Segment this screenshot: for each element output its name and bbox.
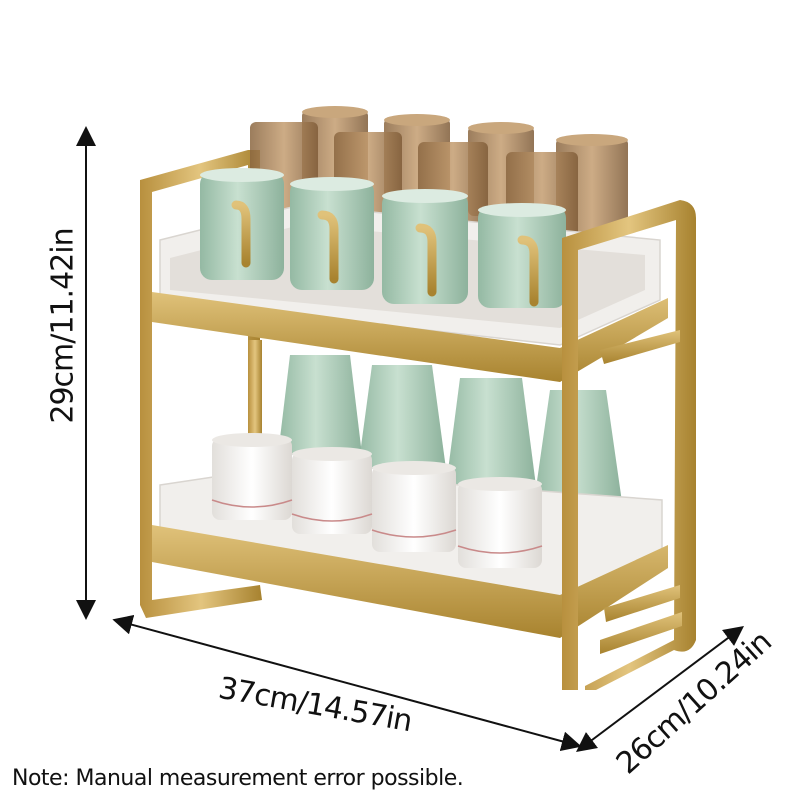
- height-label: 29cm/11.42in: [45, 228, 81, 424]
- front-frame: [562, 200, 696, 690]
- depth-arrow: [576, 626, 744, 752]
- green-mugs-top: [200, 168, 566, 308]
- left-foot: [140, 560, 262, 618]
- note-text: Note: Manual measurement error possible.: [12, 766, 464, 791]
- white-cups: [211, 433, 543, 568]
- top-gold-rim: [152, 292, 668, 382]
- green-mugs-bottom: [278, 355, 622, 502]
- bottom-gold-rim: [152, 525, 668, 638]
- width-arrow: [112, 614, 582, 752]
